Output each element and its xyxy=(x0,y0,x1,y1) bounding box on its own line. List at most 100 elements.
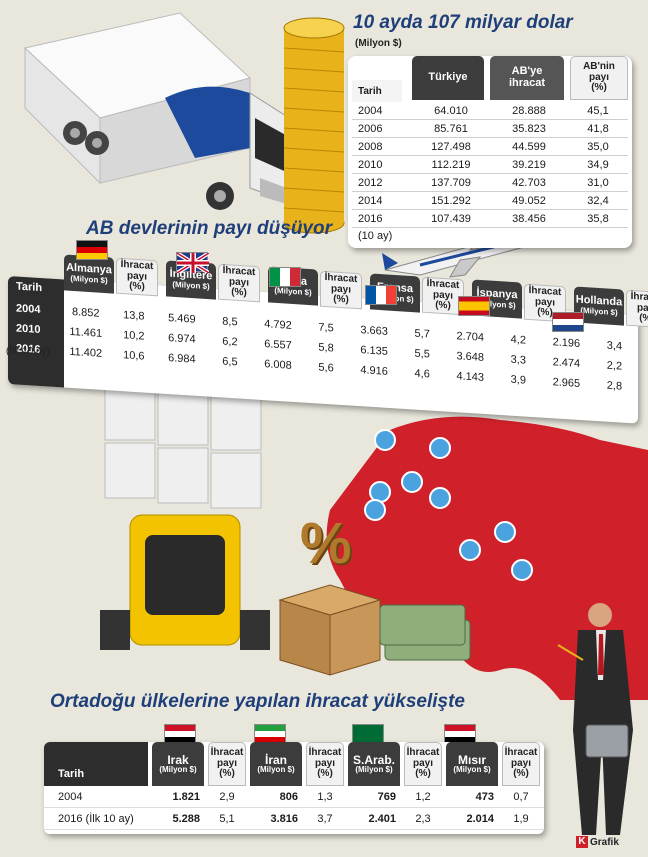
table2-cell: 2.704 xyxy=(456,330,484,344)
table3-header-share-line1: İhracat xyxy=(406,747,440,759)
table2-cell: 10,6 xyxy=(123,349,145,363)
table3-header-tarih-label: Tarih xyxy=(58,768,85,780)
table2-cell: 8,5 xyxy=(222,315,238,329)
table2-cell: 11.402 xyxy=(69,345,103,360)
table2-header-share-line3: (%) xyxy=(639,312,648,325)
table2-cell: 2004 xyxy=(16,302,41,317)
table1-cell: 85.761 xyxy=(434,122,468,135)
table2-cell: 2,8 xyxy=(606,379,623,393)
table2-title: AB devlerinin payı düşüyor xyxy=(86,218,332,239)
flag-iraq-icon xyxy=(164,724,196,744)
table1-cell: 31,0 xyxy=(587,176,609,189)
table2-header-share-line3: (%) xyxy=(333,293,349,306)
table1-cell: 2008 xyxy=(358,140,383,153)
table3-header-share-line1: İhracat xyxy=(210,747,244,759)
table3-header-country: İran(Milyon $) xyxy=(250,742,302,786)
table3-cell: 2,9 xyxy=(219,790,235,803)
boxes-forklift-illustration xyxy=(100,385,270,650)
table2-header-country-unit: (Milyon $) xyxy=(580,305,618,317)
table2-cell: 3.663 xyxy=(360,324,388,338)
table3-cell: 1,2 xyxy=(415,790,431,803)
table3-header-share-line3: (%) xyxy=(513,768,529,780)
table3-header-country-unit: (Milyon $) xyxy=(355,765,393,775)
table1-cell: 2012 xyxy=(358,176,383,189)
table3-header-country: Irak(Milyon $) xyxy=(152,742,204,786)
table2-header-share-line3: (%) xyxy=(231,286,247,299)
table2-cell: 2010 xyxy=(16,322,41,337)
table2-header-country-unit: (Milyon $) xyxy=(172,279,210,291)
table1-cell: 2010 xyxy=(358,158,383,171)
table3-header-country-unit: (Milyon $) xyxy=(453,765,491,775)
table2-cell: 3,9 xyxy=(510,373,526,387)
table3-title: Ortadoğu ülkelerine yapılan ihracat yüks… xyxy=(50,691,465,712)
flag-egypt-icon xyxy=(444,724,476,744)
flag-france-icon xyxy=(365,285,397,305)
table1-header-share: AB'nin payı (%) xyxy=(570,56,628,100)
table1-cell: 49.052 xyxy=(512,194,546,207)
table2-cell: 6,5 xyxy=(222,355,238,369)
table2-header-share-line3: (%) xyxy=(129,280,145,293)
table1-cell: 2016 xyxy=(358,212,383,225)
table3-header-country: Mısır(Milyon $) xyxy=(446,742,498,786)
table1-header-share-line2: payı xyxy=(588,71,609,83)
table2-cell: 4,2 xyxy=(510,333,526,347)
table3-cell: 769 xyxy=(377,790,396,803)
table1-cell: 42.703 xyxy=(512,176,546,189)
table2-cell: 6.984 xyxy=(168,352,196,366)
table1-header-share-line1: AB'nin xyxy=(583,61,615,73)
table2-cell: 2.196 xyxy=(552,336,581,350)
table2-header-share-line3: (%) xyxy=(435,299,451,312)
table3-cell: 2,3 xyxy=(415,812,431,825)
brand-k-icon: K xyxy=(576,836,588,848)
table2-cell: 6.557 xyxy=(264,338,292,352)
percent-sign-graphic: % xyxy=(300,511,352,576)
table2-cell: 13,8 xyxy=(123,309,145,323)
table2-cell: 5,7 xyxy=(414,327,430,341)
flag-germany-icon xyxy=(76,240,108,260)
table2-cell: 4,6 xyxy=(414,367,430,381)
table3-cell: 5.288 xyxy=(172,812,200,825)
table2-cell: 10,2 xyxy=(123,329,145,343)
table1-cell: 28.888 xyxy=(512,104,546,117)
table3-header-share-line3: (%) xyxy=(415,768,431,780)
table2-cell: 6.135 xyxy=(360,344,388,358)
table1-cell: 35.823 xyxy=(512,122,546,135)
table1-cell: 112.219 xyxy=(431,158,471,171)
table3-cell: 3,7 xyxy=(317,812,333,825)
table3-header-share-line1: İhracat xyxy=(308,747,342,759)
table2-cell: 4.792 xyxy=(264,318,292,332)
brand-logo: K Grafik xyxy=(576,836,619,848)
table1-cell: 39.219 xyxy=(512,158,546,171)
table3-header-share-line3: (%) xyxy=(219,768,235,780)
table3-cell: 1.821 xyxy=(172,790,200,803)
table1-cell: 35,0 xyxy=(587,140,609,153)
table3-header-country-name: Irak xyxy=(167,752,189,767)
table2-cell: 2.474 xyxy=(552,356,581,370)
table2-cell: 5.469 xyxy=(168,312,196,326)
table3-cell: 2.401 xyxy=(368,812,396,825)
table2-cell: 4.916 xyxy=(360,364,388,378)
flag-spain-icon xyxy=(458,296,490,316)
table3-cell: 2016 (İlk 10 ay) xyxy=(58,812,134,825)
table3-cell: 0,7 xyxy=(513,790,529,803)
table1-header-ab-line1: AB'ye xyxy=(511,65,543,78)
table2-cell: 5,5 xyxy=(414,347,430,361)
flag-saudi-arabia-icon xyxy=(352,724,384,744)
flag-uk-icon xyxy=(175,251,211,275)
flag-iran-icon xyxy=(254,724,286,744)
table1-cell: 41,8 xyxy=(587,122,609,135)
table1-cell: 137.709 xyxy=(431,176,471,189)
table2-cell: 5,8 xyxy=(318,341,334,355)
table3-header-country-name: S.Arab. xyxy=(352,752,395,767)
table2-cell: 6,2 xyxy=(222,335,238,349)
